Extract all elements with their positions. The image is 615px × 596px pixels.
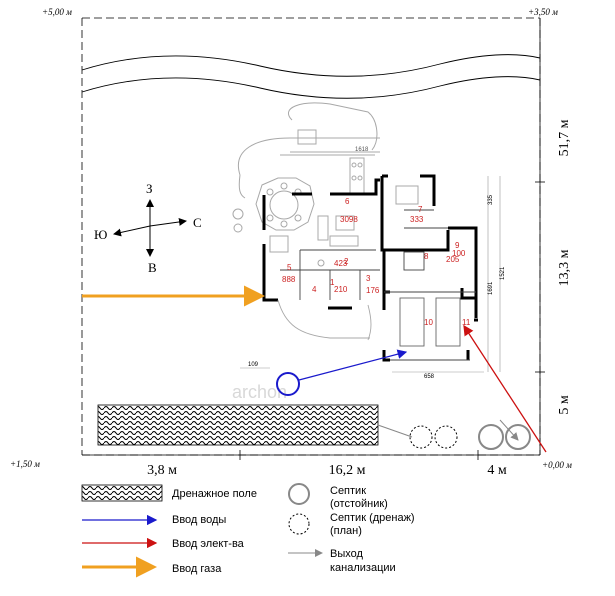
house-walls (262, 174, 478, 362)
water-line (298, 349, 408, 381)
legend-electric: Ввод элект-ва (172, 538, 245, 550)
room-3-area: 176 (366, 286, 380, 295)
room-2-num: 2 (344, 257, 349, 266)
room-7-num: 7 (418, 205, 423, 214)
legend-sewer-1: Выход (330, 548, 363, 560)
room-6-num: 6 (345, 197, 350, 206)
electric-line (463, 324, 547, 453)
room-3-num: 3 (366, 274, 371, 283)
room-9-area: 100 (452, 249, 466, 258)
room-9-num: 9 (455, 241, 460, 250)
dining-area (232, 177, 315, 233)
elevation-top-right: +3,50 м (528, 7, 558, 17)
dim-bottom-left: 3,8 м (147, 463, 177, 478)
room-10-num: 10 (424, 318, 433, 327)
septic-drain-icon (409, 425, 433, 449)
elevation-bottom-left: +1,50 м (10, 459, 40, 469)
sewer-pipe (377, 424, 413, 438)
legend-septic-main-1: Септик (330, 485, 366, 497)
elevation-bottom-right: +0,00 м (542, 460, 572, 470)
room-11-num: 11 (462, 318, 471, 327)
compass-icon (113, 199, 187, 257)
dim-right-3: 1691 (488, 281, 494, 295)
room-1-num: 1 (330, 278, 335, 287)
legend-septic-main-2: (отстойник) (330, 498, 388, 510)
compass-west: Ю (94, 227, 107, 242)
watermark: archon (232, 382, 287, 402)
compass-south: В (148, 260, 157, 275)
right-dimension-line (535, 18, 545, 455)
legend-septic-drain-icon (288, 513, 310, 535)
house-interior (277, 209, 476, 361)
dim-right-bottom: 5 м (557, 395, 572, 415)
sewer-arrow-icon (499, 419, 519, 441)
legend: Дренажное поле Ввод воды Ввод элект-ва В… (81, 483, 415, 578)
elevation-top-left: +5,00 м (42, 7, 72, 17)
room-labels: 6 3098 7 333 8 205 9 100 5 888 4 210 3 1… (282, 197, 471, 327)
dim-bottom-right: 4 м (487, 463, 507, 478)
bottom-dimension-line (82, 450, 540, 460)
room-4-area: 210 (334, 285, 348, 294)
room-8-area: 205 (446, 255, 460, 264)
room-6-area: 3098 (340, 215, 358, 224)
house-terrace: 1618 (238, 102, 380, 199)
dim-bottom-2: 109 (248, 362, 259, 368)
room-2-area: 423 (334, 259, 348, 268)
legend-septic-drain-2: (план) (330, 525, 362, 537)
dim-top: 1618 (355, 147, 369, 153)
legend-septic-drain-1: Септик (дренаж) (330, 512, 415, 524)
house-dimensions (240, 176, 501, 373)
compass-east: С (193, 215, 202, 230)
legend-drain-field: Дренажное поле (172, 488, 257, 500)
plot-boundary (81, 17, 541, 456)
dim-right-2: 1521 (500, 266, 506, 280)
compass-north: З (146, 181, 153, 196)
room-5-area: 888 (282, 275, 296, 284)
dim-bottom-1: 658 (424, 374, 435, 380)
dim-right-1: 335 (488, 194, 494, 205)
river-lines (81, 54, 541, 99)
legend-gas: Ввод газа (172, 563, 222, 575)
dim-bottom-mid: 16,2 м (329, 463, 366, 478)
room-8-num: 8 (424, 252, 429, 261)
living-furniture (269, 185, 419, 267)
drain-field (97, 404, 379, 446)
septic-tank-icon (505, 424, 531, 450)
water-well-icon (276, 372, 300, 396)
septic-drain-icon (434, 425, 458, 449)
room-5-num: 5 (287, 263, 292, 272)
legend-water: Ввод воды (172, 514, 226, 526)
dim-right-top: 51,7 м (557, 119, 572, 156)
room-7-area: 333 (410, 215, 424, 224)
room-4-num: 4 (312, 285, 317, 294)
dim-right-mid: 13,3 м (557, 249, 572, 286)
septic-tank-icon (478, 424, 504, 450)
legend-sewer-2: канализации (330, 562, 396, 574)
legend-septic-tank-icon (288, 483, 310, 505)
legend-drain-swatch (81, 484, 163, 502)
